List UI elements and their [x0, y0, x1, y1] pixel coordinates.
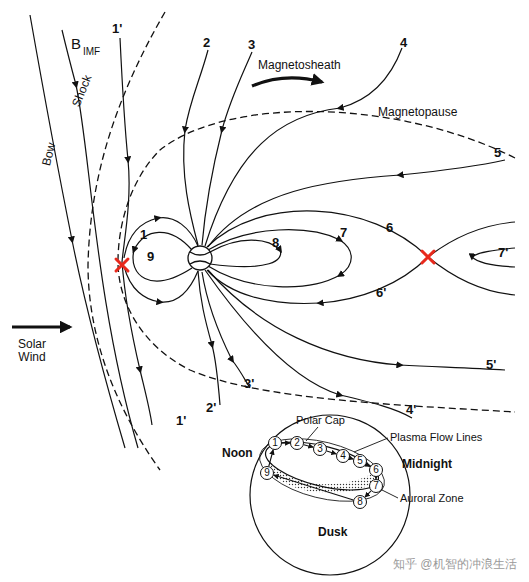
field-line: [428, 257, 515, 295]
plasma-flow-arrow: [282, 442, 290, 443]
field-line: [208, 160, 505, 247]
callout-number: 1': [112, 22, 122, 36]
flow-arrow: [12, 325, 70, 328]
x-line: [422, 251, 434, 263]
text-label: Polar Cap: [296, 414, 345, 426]
text-label: Noon: [222, 447, 253, 460]
field-line: [120, 38, 129, 262]
flow-circle: 9: [260, 466, 274, 480]
field-line: [124, 218, 198, 258]
field-line: [122, 262, 152, 425]
field-line: [210, 240, 281, 266]
circle-number: 3: [317, 444, 323, 454]
callout-number: 1': [176, 414, 186, 428]
bow-shock: [88, 12, 165, 470]
text-label: 知乎 @机智的冲浪生活: [393, 558, 517, 571]
callout-number: 6': [376, 286, 386, 300]
plasma-flow-arrow: [327, 451, 337, 454]
callout-number: 5': [486, 358, 496, 372]
callout-number: 2: [203, 36, 210, 50]
field-line: [184, 50, 208, 245]
field-line: [207, 211, 428, 257]
plasma-flow-arrow: [274, 475, 354, 500]
plasma-flow-arrow: [269, 450, 273, 466]
field-line: [472, 248, 515, 267]
callout-number: 4: [400, 36, 407, 50]
polar-inset: [253, 427, 391, 512]
callout-number: 3: [248, 38, 255, 52]
callout-number: 6: [386, 221, 393, 235]
field-line: [202, 52, 252, 245]
field-line: [198, 271, 220, 405]
circle-number: 6: [373, 465, 379, 475]
callout-number: 3': [244, 377, 254, 391]
callout-number: 8: [272, 236, 279, 250]
earth: [190, 261, 210, 264]
field-line: [208, 270, 505, 370]
flow-circle: 1: [268, 436, 282, 450]
plasma-flow-arrow: [365, 491, 371, 497]
polar-inset: [261, 433, 383, 500]
field-line: [30, 15, 125, 448]
circle-number: 5: [357, 456, 363, 466]
callout-number: 1: [140, 228, 147, 242]
text-label: Auroral Zone: [400, 492, 464, 504]
circle-number: 8: [357, 497, 363, 507]
circle-number: 7: [373, 481, 379, 491]
flow-circle: 3: [313, 442, 327, 456]
polar-inset: [250, 415, 410, 575]
text-label: B: [71, 36, 81, 53]
field-line: [30, 15, 515, 448]
callout-number: 7: [340, 226, 347, 240]
polar-inset: [250, 415, 410, 575]
flow-arrow: [12, 78, 322, 327]
field-line: [205, 270, 412, 418]
circle-number: 9: [264, 468, 270, 478]
flow-circle: 2: [290, 436, 304, 450]
x-line: [116, 251, 434, 271]
field-line: [205, 48, 402, 246]
flow-circle: 5: [353, 454, 367, 468]
bow-shock: [88, 12, 165, 470]
magnetopause: [118, 111, 515, 412]
field-line: [208, 230, 351, 287]
text-label: Dusk: [318, 526, 347, 539]
text-label: Bow: [40, 141, 58, 167]
circle-number: 4: [340, 451, 346, 461]
callout-number: 2': [206, 401, 216, 415]
callout-number: 4': [406, 403, 416, 417]
flow-circle: 4: [336, 449, 350, 463]
text-label: Solar Wind: [12, 338, 52, 364]
flow-circle: 7: [369, 479, 383, 493]
earth: [190, 252, 210, 255]
polar-inset: [306, 427, 398, 498]
callout-number: 7': [498, 246, 508, 260]
plasma-flow-arrow: [304, 445, 313, 447]
flow-arrow: [252, 78, 322, 86]
flow-circle: 8: [353, 495, 367, 509]
circle-number: 2: [294, 438, 300, 448]
earth: [188, 246, 212, 270]
flow-circle: 6: [369, 463, 383, 477]
text-label: Midnight: [402, 458, 452, 471]
magnetopause: [118, 111, 515, 412]
text-label: IMF: [83, 46, 100, 57]
callout-number: 5: [494, 146, 501, 160]
circle-number: 1: [272, 438, 278, 448]
field-line: [62, 30, 138, 448]
text-label: Magnetopause: [378, 106, 457, 119]
text-label: Magnetosheath: [258, 59, 341, 72]
x-line: [116, 259, 128, 271]
earth: [188, 246, 212, 270]
text-label: Plasma Flow Lines: [390, 431, 482, 443]
callout-number: 9: [147, 250, 154, 264]
